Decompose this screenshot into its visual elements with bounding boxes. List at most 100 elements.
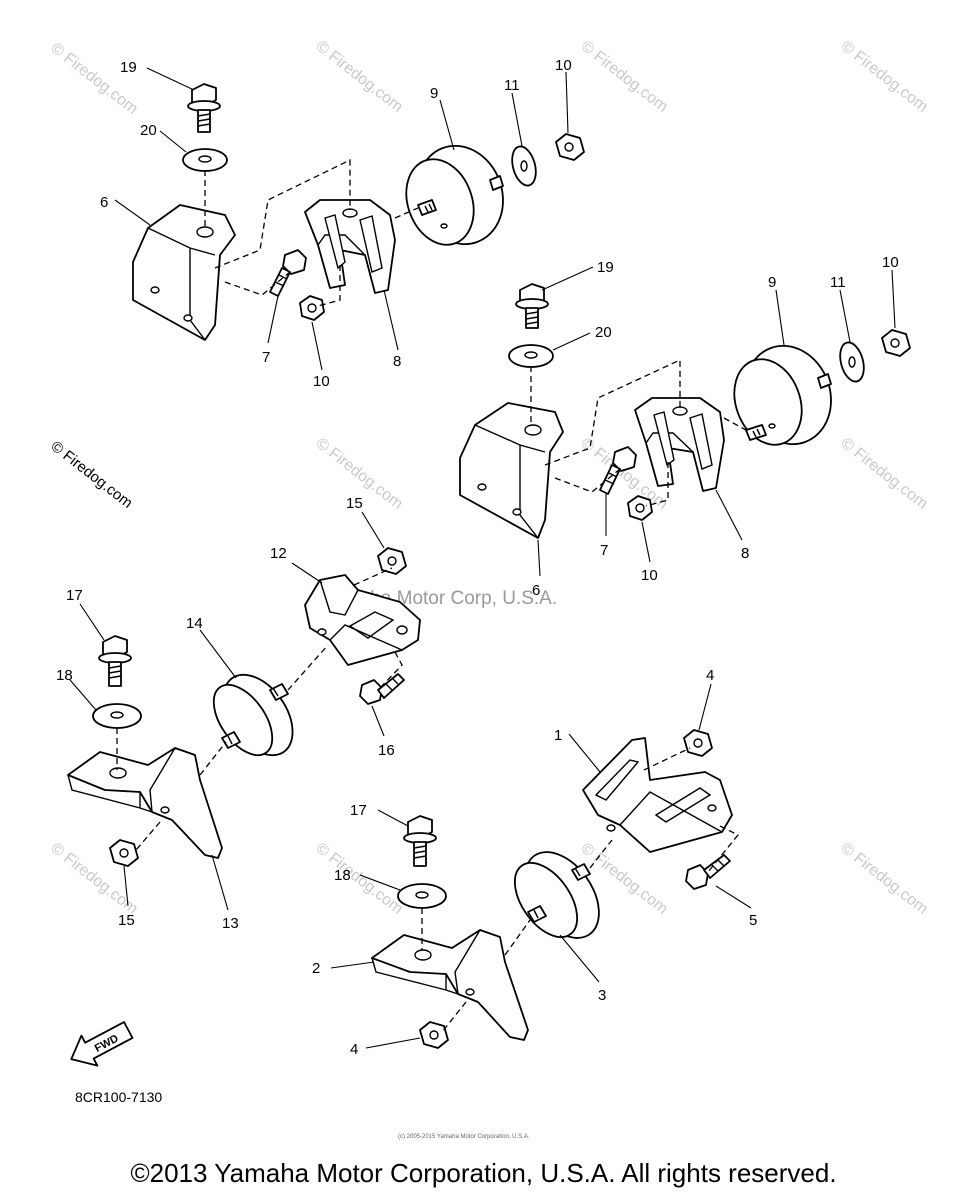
callout-number: 17 [66, 587, 83, 604]
copyright-footer: ©2013 Yamaha Motor Corporation, U.S.A. A… [130, 1158, 837, 1188]
flange-nut-icon [377, 547, 407, 575]
callout-number: 13 [222, 915, 239, 932]
flange-bolt-icon [685, 854, 731, 890]
callout-number: 14 [186, 615, 203, 632]
callout-number: 10 [882, 254, 899, 271]
assembly-line [199, 741, 227, 776]
callout-number: 18 [334, 867, 351, 884]
callout-labels: 19 20 6 7 10 8 9 11 10 19 20 9 11 10 7 1… [56, 57, 899, 1058]
callout-number: 4 [706, 667, 714, 684]
diagram-code: 8CR100-7130 [75, 1089, 162, 1105]
callout-number: 10 [641, 567, 658, 584]
flange-nut-icon [109, 839, 139, 867]
callout-number: 12 [270, 545, 287, 562]
callout-number: 18 [56, 667, 73, 684]
lower-right-mount-assembly [371, 729, 740, 1049]
washer-icon [397, 883, 447, 909]
rubber-damper-icon [405, 144, 504, 246]
callout-number: 15 [118, 912, 135, 929]
flange-bolt-icon [403, 815, 437, 867]
assembly-line [394, 207, 419, 219]
callout-number: 7 [600, 542, 608, 559]
flange-bolt-icon [359, 673, 405, 705]
rubber-damper-icon [514, 851, 600, 939]
upper-left-mount-assembly [132, 83, 585, 341]
washer-icon [511, 145, 537, 187]
callout-number: 6 [532, 582, 540, 599]
rubber-damper-icon [212, 673, 294, 757]
watermark-text: © Firedog.com [838, 840, 931, 918]
mount-bracket-icon [634, 397, 725, 492]
assembly-line [441, 1001, 467, 1033]
callout-number: 3 [598, 987, 606, 1004]
assembly-line [645, 462, 669, 507]
assembly-line [224, 271, 291, 296]
washer-icon [182, 148, 228, 172]
callout-number: 6 [100, 194, 108, 211]
flange-nut-icon [299, 295, 325, 321]
callout-number: 5 [749, 912, 757, 929]
watermark-text: © Firedog.com [313, 38, 406, 116]
callout-number: 8 [393, 353, 401, 370]
assembly-line [554, 468, 621, 493]
flange-bolt-icon [599, 446, 637, 495]
assembly-line [504, 919, 531, 956]
mount-bracket-icon [132, 204, 236, 341]
assembly-line [135, 821, 161, 851]
middle-left-mount-assembly [67, 547, 421, 867]
callout-number: 10 [555, 57, 572, 74]
callout-number: 20 [595, 324, 612, 341]
assembly-line [589, 839, 613, 869]
mount-bracket-icon [371, 929, 529, 1041]
assembly-line [214, 158, 351, 269]
flange-bolt-icon [187, 83, 221, 133]
washer-icon [508, 344, 554, 368]
watermark-text: © Firedog.com [48, 438, 136, 512]
callout-number: 20 [140, 122, 157, 139]
callout-number: 11 [504, 77, 520, 94]
washer-icon [92, 703, 142, 729]
flange-nut-icon [555, 133, 585, 161]
flange-nut-icon [881, 329, 911, 357]
mount-bracket-icon [67, 747, 223, 859]
washer-icon [839, 341, 865, 383]
callout-number: 19 [597, 259, 614, 276]
flange-bolt-icon [515, 283, 549, 329]
assembly-line [643, 747, 691, 771]
assembly-line [287, 644, 329, 691]
leader-lines [69, 67, 896, 1049]
assembly-line [379, 651, 403, 689]
callout-number: 1 [554, 727, 562, 744]
callout-number: 10 [313, 373, 330, 390]
watermark-text: © Firedog.com [838, 435, 931, 513]
watermark-text: © Firedog.com [48, 40, 141, 118]
mount-bracket-icon [459, 402, 564, 539]
callout-number: 16 [378, 742, 395, 759]
flange-bolt-icon [98, 635, 132, 687]
rubber-damper-icon [733, 344, 832, 446]
callout-number: 19 [120, 59, 137, 76]
mount-bracket-icon [304, 574, 421, 666]
upper-right-mount-assembly [459, 283, 911, 539]
forward-direction-arrow: FWD [70, 1021, 134, 1067]
callout-number: 9 [768, 274, 776, 291]
tiny-copyright-notice: (c) 2005-2015 Yamaha Motor Corporation, … [398, 1134, 530, 1140]
flange-nut-icon [683, 729, 713, 757]
assembly-line [707, 825, 740, 873]
assembly-line [353, 567, 393, 586]
mount-bracket-icon [582, 737, 733, 853]
callout-number: 7 [262, 349, 270, 366]
assembly-line [544, 358, 681, 466]
callout-number: 2 [312, 960, 320, 977]
callout-number: 11 [830, 274, 846, 291]
callout-number: 15 [346, 495, 363, 512]
assembly-line [317, 265, 341, 307]
callout-number: 9 [430, 85, 438, 102]
watermark-text: © Firedog.com [578, 38, 671, 116]
watermark-text: © Firedog.com [838, 38, 931, 116]
callout-number: 8 [741, 545, 749, 562]
flange-nut-icon [419, 1021, 449, 1049]
callout-number: 4 [350, 1041, 358, 1058]
flange-nut-icon [627, 495, 653, 521]
